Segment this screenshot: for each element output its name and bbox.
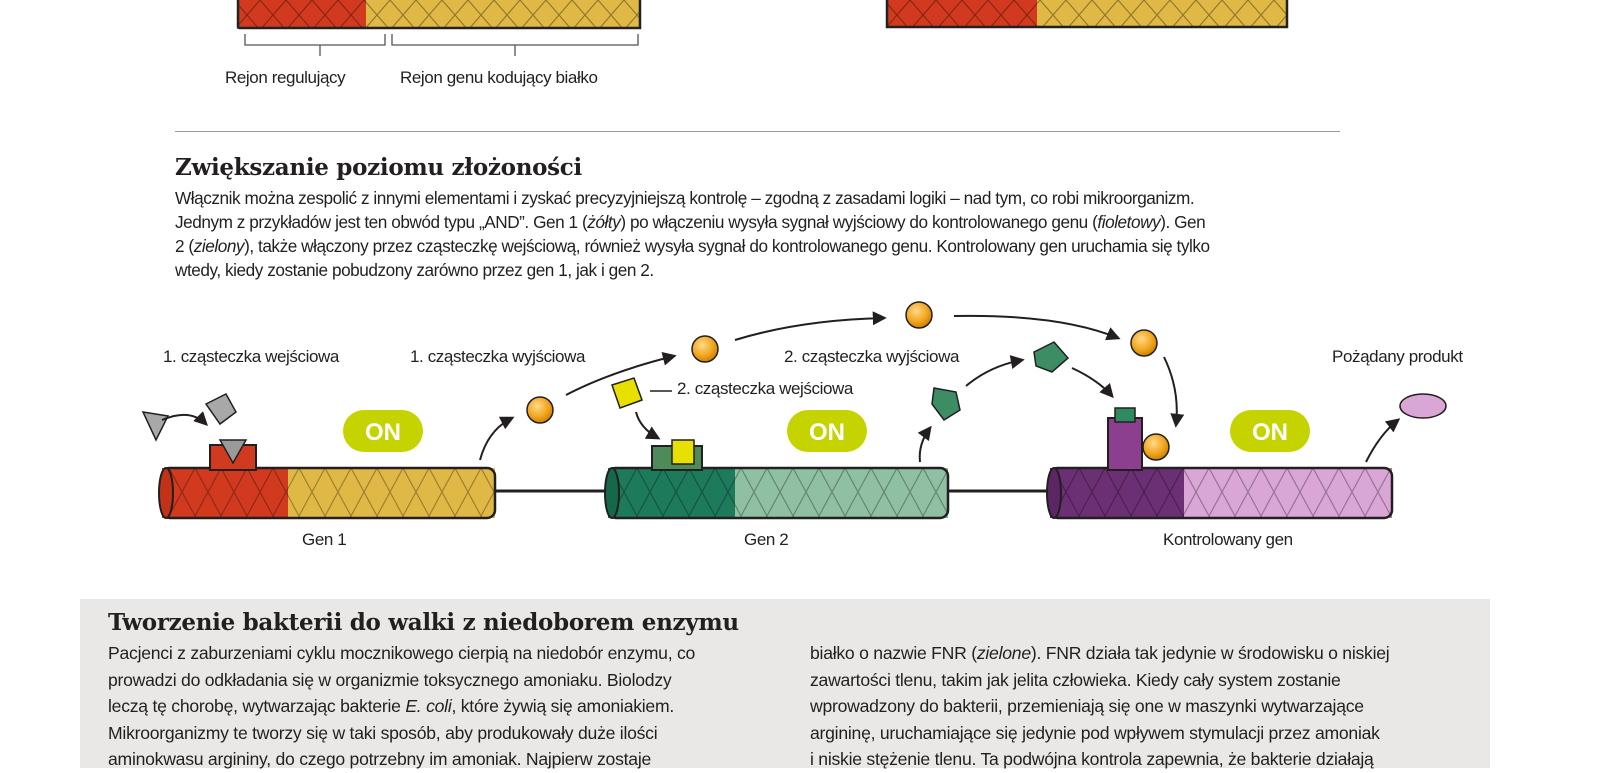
panel-title: Tworzenie bakterii do walki z niedoborem… [108, 609, 739, 636]
arrow-input2-to-gene2 [635, 411, 661, 440]
desc-line-1: Włącznik można zespolić z innymi element… [175, 188, 1195, 208]
gene3-cylinder [1046, 466, 1394, 520]
product-molecule-icon [1399, 393, 1447, 419]
input-molecule-1-icon [141, 393, 237, 442]
panel-left-column: Pacjenci z zaburzeniami cyklu mocznikowe… [108, 640, 768, 773]
top-gene-right [885, 0, 1289, 29]
desc-line-2: Jednym z przykładów jest ten obwód typu … [175, 212, 1206, 232]
top-genes [236, 0, 1289, 30]
arrow-input1-to-gene1 [161, 411, 208, 426]
input-molecule-2-icon [611, 377, 643, 409]
diagram-graphics: ON ON ON [141, 301, 1447, 520]
svg-text:ON: ON [809, 419, 845, 446]
label-input-molecule-1: 1. cząsteczka wejściowa [163, 347, 339, 366]
gene3-receptor [1107, 407, 1170, 471]
label-desired-product: Pożądany produkt [1332, 347, 1463, 366]
gene2-receptor [651, 439, 703, 471]
desc-line-4: wtedy, kiedy zostanie pobudzony zarówno … [175, 260, 654, 280]
label-coding-region: Rejon genu kodujący białko [400, 68, 598, 87]
arrow-output1-c [953, 314, 1121, 341]
arrow-gene2-output [917, 425, 932, 463]
panel-right-column: białko o nazwie FNR (zielone). FNR dział… [810, 640, 1480, 773]
on-badge-1: ON [343, 410, 423, 452]
panel-left-line-4: Mikroorganizmy te tworzy się w taki spos… [108, 722, 658, 743]
gene1-receptor [209, 439, 257, 471]
arrow-output1-b [734, 311, 887, 341]
arrow-output2-to-gene3 [1071, 367, 1114, 399]
gene1-cylinder [158, 466, 497, 520]
info-panel: Tworzenie bakterii do walki z niedoborem… [80, 599, 1490, 769]
section-divider [175, 131, 1340, 132]
top-gene-left [236, 0, 642, 30]
panel-left-line-2: prowadzi do odkładania się w organizmie … [108, 669, 672, 690]
gene2-cylinder [604, 466, 950, 520]
output-molecule-1-icons [526, 301, 1158, 424]
arrow-output1-a [565, 351, 677, 396]
label-output-molecule-1: 1. cząsteczka wyjściowa [410, 347, 586, 366]
and-circuit-diagram: ON ON ON 1. cząsteczka wejściowa 1. cząs… [0, 300, 1600, 570]
label-regulatory-region: Rejon regulujący [225, 68, 346, 87]
panel-right-line-3: wprowadzony do bakterii, przemieniają si… [810, 696, 1364, 716]
desc-line-3: 2 (zielony), także włączony przez cząste… [175, 236, 1210, 256]
label-gene-2: Gen 2 [744, 530, 789, 549]
label-controlled-gene: Kontrolowany gen [1163, 530, 1293, 549]
panel-right-line-5: i niskie stężenie tlenu. Ta podwójna kon… [810, 749, 1374, 769]
section-description: Włącznik można zespolić z innymi element… [175, 186, 1375, 282]
panel-left-line-3: leczą tę chorobę, wytwarzając bakterie E… [108, 696, 675, 716]
arrow-gene1-output [479, 416, 515, 461]
arrow-output2-a [965, 355, 1025, 387]
panel-left-line-5: aminokwasu argininy, do czego potrzebny … [108, 749, 652, 769]
arrow-gene3-product [1365, 418, 1401, 463]
label-output-molecule-2: 2. cząsteczka wyjściowa [784, 347, 960, 366]
panel-right-line-4: argininę, uruchamiające się jedynie pod … [810, 722, 1380, 743]
region-brackets [244, 34, 639, 56]
svg-text:ON: ON [365, 419, 401, 446]
section-title: Zwiększanie poziomu złożoności [175, 154, 582, 181]
label-input-molecule-2: 2. cząsteczka wejściowa [677, 379, 853, 398]
panel-right-line-1: białko o nazwie FNR (zielone). FNR dział… [810, 643, 1390, 663]
on-badge-3: ON [1230, 410, 1310, 452]
panel-left-line-1: Pacjenci z zaburzeniami cyklu mocznikowe… [108, 643, 696, 663]
label-gene-1: Gen 1 [302, 530, 347, 549]
on-badge-2: ON [787, 410, 867, 452]
arrow-output1-to-gene3 [1163, 356, 1185, 428]
panel-right-line-2: zawartości tlenu, takim jak jelita człow… [810, 669, 1341, 690]
output-molecule-2-icons [931, 341, 1070, 422]
svg-text:ON: ON [1252, 419, 1288, 446]
